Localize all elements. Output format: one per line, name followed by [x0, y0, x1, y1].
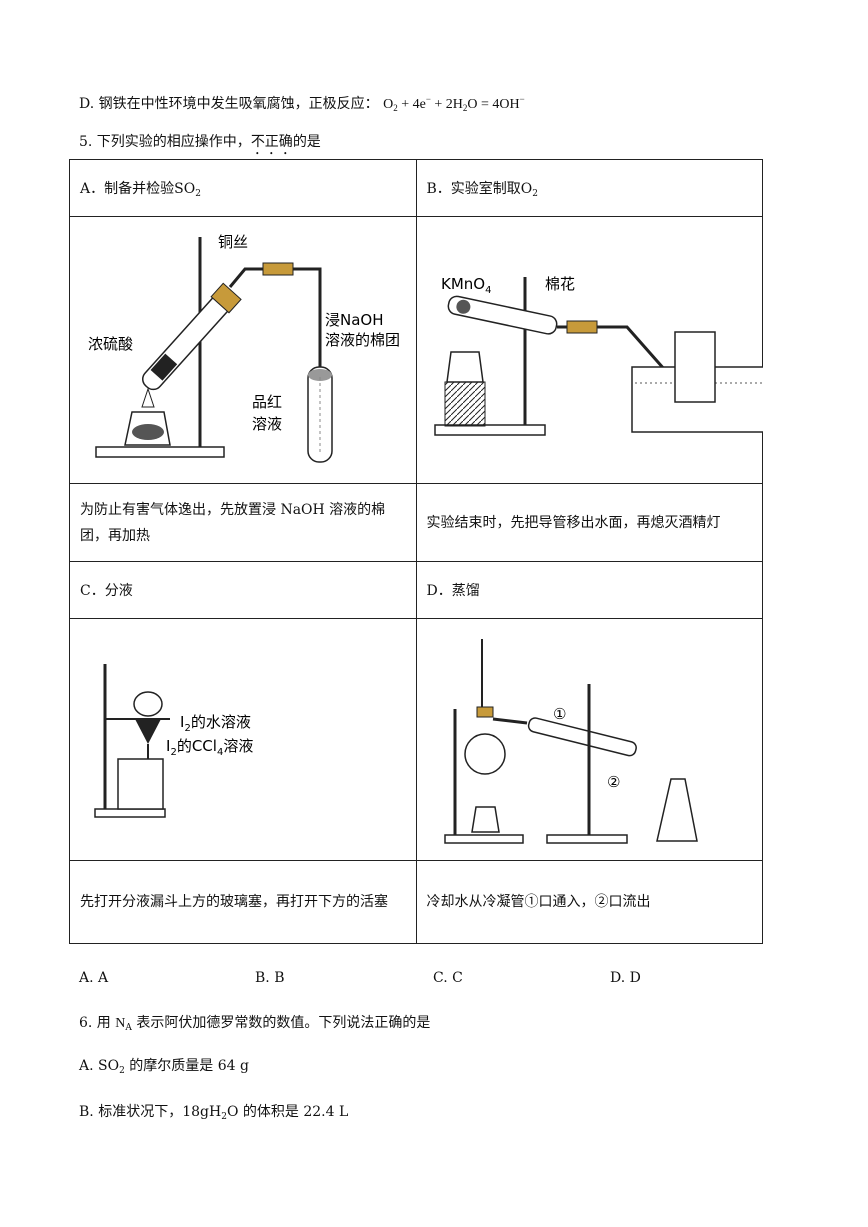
label-copper-wire: 铜丝	[218, 233, 248, 251]
label-magenta-2: 溶液	[252, 415, 282, 433]
cell-a-text: 为防止有害气体逸出，先放置浸 NaOH 溶液的棉团，再加热	[69, 483, 417, 562]
cell-b-title: B．实验室制取O2	[415, 159, 763, 217]
cell-b-diagram: KMnO4 棉花	[415, 216, 768, 484]
distillation-diagram: ① ②	[443, 639, 698, 844]
cell-c-title: C．分液	[69, 561, 417, 619]
experiment-table: A．制备并检验SO2 B．实验室制取O2	[69, 159, 768, 944]
cell-a-title: A．制备并检验SO2	[69, 159, 417, 217]
label-naoh-cotton-1: 浸NaOH	[325, 311, 384, 329]
choice-a[interactable]: A. A	[79, 970, 109, 986]
label-i2-ccl4: I2的CCl4溶液	[166, 737, 253, 758]
o2-apparatus-diagram: KMnO4 棉花	[433, 275, 768, 436]
option-b-statement: B. 标准状况下，18gH2O 的体积是 22.4 L	[79, 1104, 349, 1122]
cell-d-title: D．蒸馏	[415, 561, 763, 619]
emphasis-not-correct: 不正确	[250, 134, 293, 150]
label-outlet-2: ②	[607, 773, 620, 791]
cell-d-diagram: ① ②	[415, 618, 763, 861]
choice-b[interactable]: B. B	[255, 970, 285, 986]
label-inlet-1: ①	[553, 705, 566, 723]
cell-d-text: 冷却水从冷凝管①口通入，②口流出	[415, 860, 763, 944]
label-conc-sulfuric-acid: 浓硫酸	[88, 335, 133, 353]
question-6: 6. 用 NA 表示阿伏加德罗常数的数值。下列说法正确的是	[79, 1015, 431, 1033]
cell-c-diagram: I2的水溶液 I2的CCl4溶液	[69, 618, 417, 861]
cell-c-text: 先打开分液漏斗上方的玻璃塞，再打开下方的活塞	[69, 860, 417, 944]
label-naoh-cotton-2: 溶液的棉团	[325, 331, 400, 349]
choice-d[interactable]: D. D	[610, 970, 641, 986]
label-kmno4: KMnO4	[441, 275, 491, 296]
choice-c[interactable]: C. C	[433, 970, 463, 986]
separatory-funnel-diagram: I2的水溶液 I2的CCl4溶液	[94, 664, 253, 818]
option-d-label: D. 钢铁在中性环境中发生吸氧腐蚀，正极反应：	[79, 96, 379, 112]
question-5: 5. 下列实验的相应操作中，不正确的是	[79, 134, 321, 150]
cell-b-text: 实验结束时，先把导管移出水面，再熄灭酒精灯	[415, 483, 763, 562]
label-magenta-1: 品红	[252, 393, 282, 411]
option-a-statement: A. SO2 的摩尔质量是 64 g	[79, 1058, 249, 1076]
label-cotton: 棉花	[545, 275, 575, 293]
cell-a-diagram: 铜丝 浓硫酸 浸NaOH 溶液的棉团 品红 溶液	[69, 216, 417, 484]
cathode-equation: O2 + 4e− + 2H2O = 4OH−	[383, 94, 525, 113]
option-d-statement: D. 钢铁在中性环境中发生吸氧腐蚀，正极反应： O2 + 4e− + 2H2O …	[79, 93, 525, 113]
so2-apparatus-diagram: 铜丝 浓硫酸 浸NaOH 溶液的棉团 品红 溶液	[88, 233, 400, 463]
label-i2-aqueous: I2的水溶液	[180, 713, 251, 734]
